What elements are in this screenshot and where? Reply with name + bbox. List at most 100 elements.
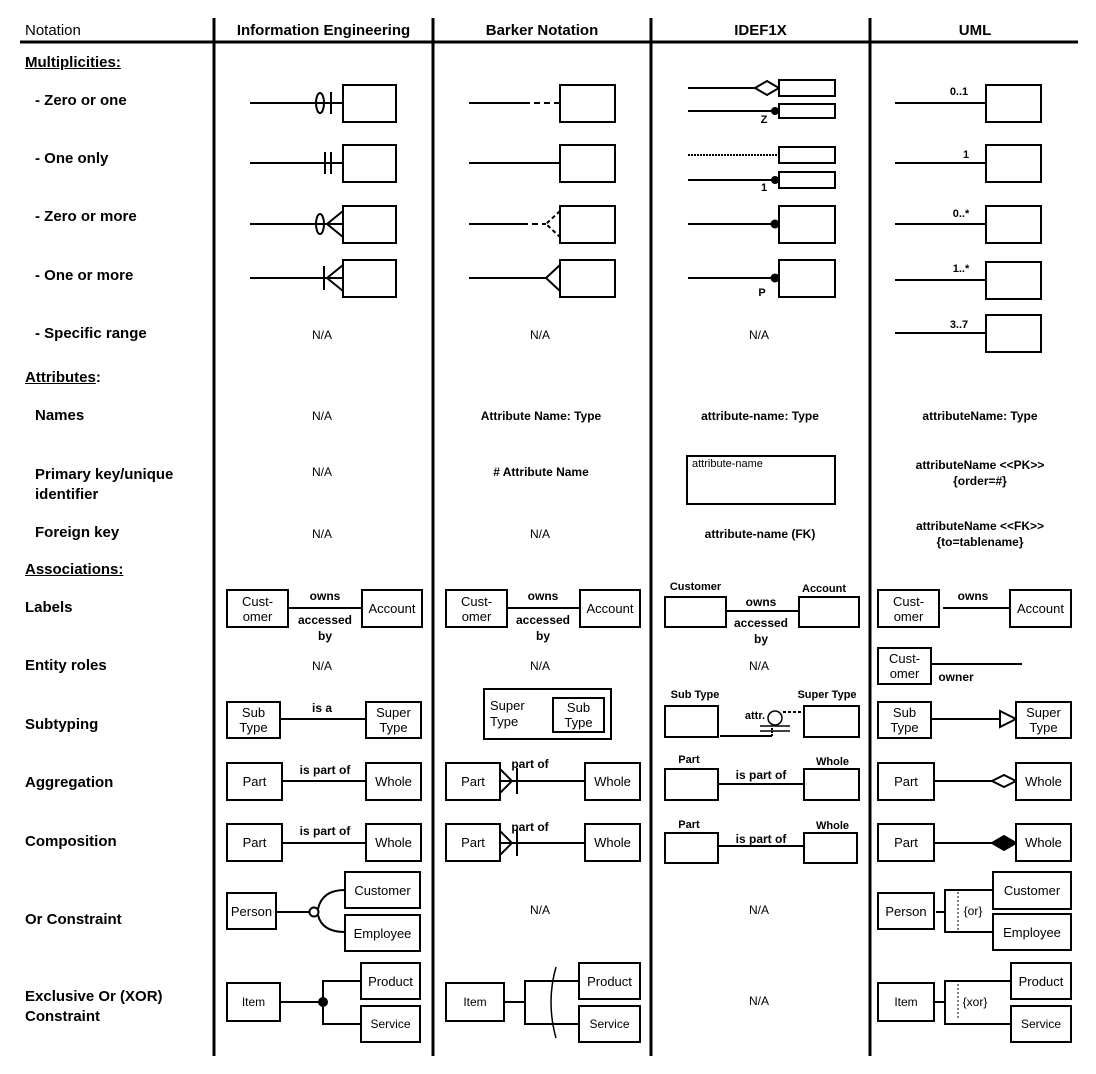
barker-one-or-more-entity — [559, 259, 616, 298]
uml-mult-one: 1 — [962, 149, 970, 161]
uml-supertype-entity: Super Type — [1015, 701, 1072, 739]
barker-zero-or-more-entity — [559, 205, 616, 244]
ie-subtype-entity: Sub Type — [226, 701, 281, 739]
uml-mult-one-more: 1..* — [952, 263, 970, 275]
ie-comp-part-entity: Part — [226, 823, 283, 862]
uml-comp-part-entity: Part — [877, 823, 935, 862]
barker-agg-whole-entity: Whole — [584, 762, 641, 801]
uml-or-employee-entity: Employee — [992, 913, 1072, 951]
ie-supertype-entity: Super Type — [365, 701, 422, 739]
header-notation: Notation — [25, 22, 81, 39]
row-labels: Labels — [25, 599, 73, 616]
uml-fk: attributeName <<FK>> {to=tablename} — [915, 519, 1045, 549]
barker-xor-item-entity: Item — [445, 982, 505, 1022]
ie-xor-item-entity: Item — [226, 982, 281, 1022]
uml-xor-product-entity: Product — [1010, 962, 1072, 1000]
idef-owns-label: owns — [745, 595, 777, 609]
uml-subtype-entity: Sub Type — [877, 701, 932, 739]
ie-names-na: N/A — [311, 409, 332, 423]
idef-xor-na: N/A — [748, 994, 769, 1008]
ie-one-only-entity — [342, 144, 397, 183]
uml-comp-whole-entity: Whole — [1015, 823, 1072, 862]
section-attributes-label: Attributes — [25, 369, 96, 386]
barker-comp-part-entity: Part — [445, 823, 501, 862]
row-entity-roles: Entity roles — [25, 657, 107, 674]
uml-or-label: {or} — [963, 904, 983, 918]
ie-or-customer-entity: Customer — [344, 871, 421, 909]
idef-attr-name: attribute-name: Type — [701, 409, 819, 423]
barker-roles-na: N/A — [529, 659, 550, 673]
idef-supertype-label: Super Type — [797, 689, 857, 701]
uml-xor-service-entity: Service — [1010, 1005, 1072, 1043]
idef-agg-part-entity — [664, 768, 719, 801]
ie-is-a-label: is a — [311, 701, 332, 715]
row-foreign-key: Foreign key — [35, 524, 120, 541]
uml-customer-entity: Cust- omer — [877, 589, 940, 628]
idef-account-label: Account — [802, 583, 846, 595]
uml-zero-or-more-entity — [985, 205, 1042, 244]
row-one-only: - One only — [35, 150, 109, 167]
row-names: Names — [35, 407, 85, 424]
row-subtyping: Subtyping — [25, 716, 99, 733]
idef-one-or-more-entity — [778, 259, 836, 298]
uml-attr-name: attributeName: Type — [922, 409, 1038, 423]
barker-fk-na: N/A — [529, 527, 550, 541]
row-zero-or-more: - Zero or more — [35, 208, 137, 225]
idef-subtype-label: Sub Type — [670, 689, 720, 701]
row-primary-key: Primary key/unique identifier — [35, 466, 174, 503]
idef-agg-part-label: Part — [678, 754, 700, 766]
header-idef1x: IDEF1X — [734, 22, 787, 39]
idef-range-na: N/A — [748, 328, 769, 342]
ie-agg-label: is part of — [299, 763, 351, 777]
ie-range-na: N/A — [311, 328, 332, 342]
uml-mult-zero-or-one: 0..1 — [949, 86, 969, 98]
row-one-or-more: - One or more — [35, 267, 134, 284]
ie-zero-or-more-entity — [342, 205, 397, 244]
header-uml: UML — [958, 22, 992, 39]
uml-mult-range: 3..7 — [949, 319, 969, 331]
row-composition: Composition — [25, 833, 117, 850]
ie-or-employee-entity: Employee — [344, 914, 421, 952]
barker-comp-whole-entity: Whole — [584, 823, 641, 862]
uml-agg-whole-entity: Whole — [1015, 762, 1072, 801]
ie-customer-entity: Cust- omer — [226, 589, 289, 628]
idef-roles-na: N/A — [748, 659, 769, 673]
ie-comp-label: is part of — [299, 824, 351, 838]
barker-attr-name: Attribute Name: Type — [480, 409, 602, 423]
header-barker-notation: Barker Notation — [485, 22, 599, 39]
barker-zero-or-one-entity — [559, 84, 616, 123]
barker-comp-label: part of — [511, 820, 549, 834]
row-specific-range: - Specific range — [35, 325, 147, 342]
idef-p-marker: P — [758, 287, 766, 299]
header-information-engineering: Information Engineering — [236, 22, 411, 39]
barker-or-na: N/A — [529, 903, 550, 917]
row-xor-constraint: Exclusive Or (XOR) Constraint — [25, 988, 163, 1025]
uml-or-customer-entity: Customer — [992, 871, 1072, 910]
uml-account-entity: Account — [1009, 589, 1072, 628]
ie-agg-part-entity: Part — [226, 762, 283, 801]
idef-comp-label: is part of — [735, 832, 787, 846]
barker-one-only-entity — [559, 144, 616, 183]
barker-xor-service-entity: Service — [578, 1005, 641, 1043]
barker-owns-label: owns — [527, 589, 559, 603]
idef-zero-or-one-entity-b — [778, 103, 836, 119]
idef-customer-entity — [664, 596, 727, 628]
ie-pk-na: N/A — [311, 465, 332, 479]
barker-range-na: N/A — [529, 328, 550, 342]
ie-one-or-more-entity — [342, 259, 397, 298]
uml-owner-label: owner — [938, 670, 974, 684]
barker-agg-label: part of — [511, 757, 549, 771]
idef-fk: attribute-name (FK) — [704, 527, 816, 541]
barker-customer-entity: Cust- omer — [445, 589, 508, 628]
barker-pk: # Attribute Name — [493, 465, 589, 479]
barker-super-label: Super — [490, 698, 525, 713]
idef-accessed-by-label: accessed by — [733, 616, 789, 646]
uml-zero-or-one-entity — [985, 84, 1042, 123]
idef-account-entity — [798, 596, 860, 628]
ie-roles-na: N/A — [311, 659, 332, 673]
idef-one-marker: 1 — [760, 182, 768, 194]
uml-one-only-entity — [985, 144, 1042, 183]
idef-agg-whole-entity — [803, 768, 860, 801]
barker-account-entity: Account — [579, 589, 641, 628]
